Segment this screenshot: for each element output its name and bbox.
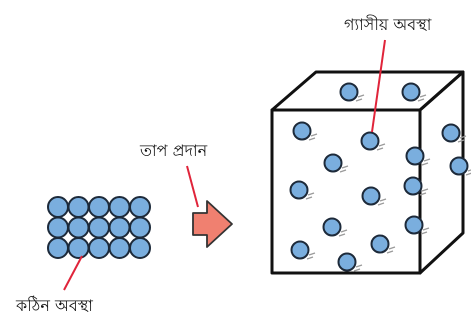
gas-particle	[449, 156, 469, 176]
solid-particle	[47, 196, 69, 218]
gas-particle	[292, 121, 312, 141]
solid-particle	[47, 216, 69, 239]
solid-particle	[129, 196, 151, 218]
gas-particle	[361, 186, 381, 206]
solid-particle	[67, 216, 90, 239]
gas-particle	[290, 240, 310, 260]
motion-mark	[421, 158, 431, 166]
motion-mark	[355, 94, 365, 102]
solid-particle	[129, 237, 151, 259]
gas-particle	[289, 180, 309, 200]
gas-particle	[405, 146, 425, 166]
motion-mark	[417, 94, 427, 102]
motion-mark	[376, 143, 386, 151]
gas-particle	[441, 123, 461, 143]
motion-mark	[353, 264, 363, 272]
solid-state-label: কঠিন অবস্থা	[15, 296, 93, 315]
motion-mark	[465, 169, 471, 176]
gas-particle	[360, 131, 380, 151]
solid-state-leader-line	[63, 255, 83, 291]
gas-particle	[370, 234, 390, 254]
motion-mark	[305, 192, 315, 200]
solid-particle	[88, 216, 110, 239]
solid-particle	[67, 196, 90, 218]
heat-arrow-icon	[192, 200, 233, 248]
solid-particle	[88, 196, 110, 218]
motion-mark	[386, 246, 396, 254]
solid-particle	[108, 196, 131, 218]
gas-state-label: গ্যাসীয় অবস্থা	[344, 15, 432, 34]
gas-particle	[323, 153, 343, 173]
gas-particle	[403, 176, 423, 196]
box-front-face	[270, 108, 422, 275]
solid-particle	[129, 216, 151, 239]
motion-mark	[339, 165, 349, 173]
gas-particle	[339, 82, 359, 102]
box-top-face	[270, 70, 465, 112]
solid-particle-lattice	[47, 196, 151, 259]
gas-particle	[401, 82, 421, 102]
solid-particle	[47, 237, 69, 259]
motion-mark	[306, 252, 316, 260]
solid-particle	[67, 237, 90, 259]
gas-state-leader-line	[371, 39, 386, 133]
solid-particle	[108, 216, 131, 239]
solid-particle	[88, 237, 110, 259]
apply-heat-label: তাপ প্রদান	[139, 141, 208, 160]
gas-particle	[337, 252, 357, 272]
motion-mark	[457, 135, 467, 143]
gas-particle	[322, 217, 342, 237]
motion-mark	[308, 133, 318, 141]
motion-mark	[377, 198, 387, 206]
motion-mark	[419, 188, 429, 196]
gas-particle	[404, 215, 424, 235]
apply-heat-leader-line	[186, 165, 199, 208]
solid-particle	[108, 237, 131, 259]
motion-mark	[420, 227, 430, 235]
gas-particles	[289, 82, 471, 272]
motion-mark	[338, 229, 348, 237]
